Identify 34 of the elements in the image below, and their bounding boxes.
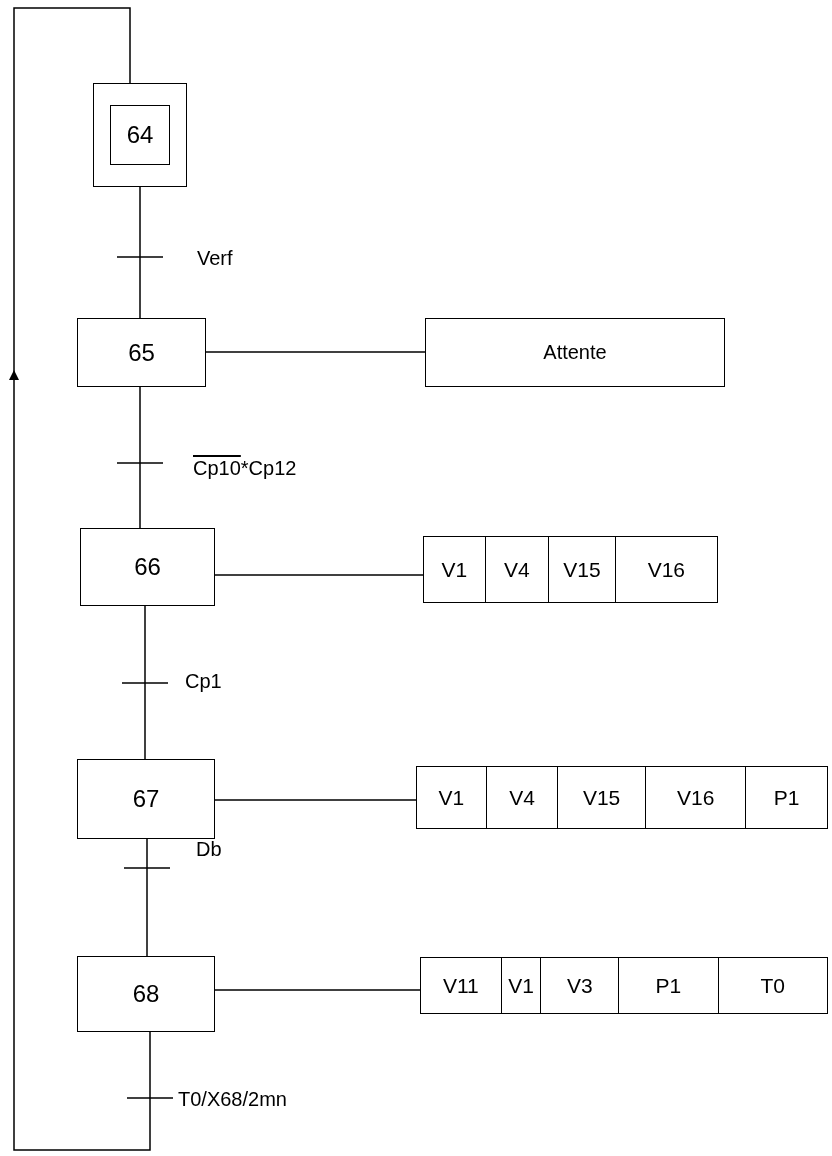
action-label: V4 [484, 537, 549, 602]
step-number: 66 [134, 553, 161, 581]
step-number: 65 [128, 338, 155, 367]
action-label: V16 [614, 537, 717, 602]
action-label: V1 [500, 958, 541, 1013]
action-label: V1 [437, 784, 466, 811]
step-box [77, 759, 215, 839]
action-label: Attente [543, 341, 607, 364]
step-box [80, 528, 215, 606]
transition-condition: T0/X68/2mn [178, 1088, 287, 1111]
action-label: V15 [548, 537, 615, 602]
initial-step-box [93, 83, 187, 187]
action-label: P1 [618, 958, 718, 1013]
step-number: 68 [132, 980, 160, 1008]
transition-condition: Verf [197, 247, 233, 270]
action-label: V1 [440, 556, 469, 583]
transition-condition: Db [196, 838, 222, 861]
action-label: V3 [540, 958, 619, 1013]
action-box [423, 536, 718, 603]
action-label: V11 [441, 972, 480, 999]
step-box [77, 956, 215, 1032]
step-number: 67 [132, 785, 160, 813]
action-label: T0 [717, 958, 827, 1013]
transition-condition: Cp10*Cp12 [193, 457, 297, 480]
action-label: P1 [745, 767, 827, 828]
step-box [77, 318, 206, 387]
action-label: V15 [557, 767, 645, 828]
action-box [425, 318, 725, 387]
action-label: V16 [644, 767, 746, 828]
action-box [420, 957, 828, 1014]
step-number: 64 [126, 121, 154, 149]
action-label: V4 [485, 767, 558, 828]
transition-condition: Cp1 [185, 670, 222, 693]
action-box [416, 766, 828, 829]
